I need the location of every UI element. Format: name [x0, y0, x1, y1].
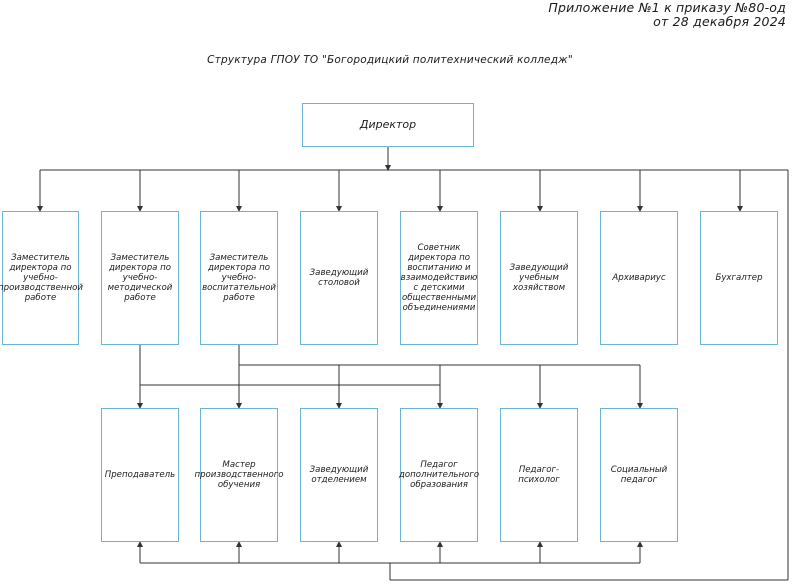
box-teacher: Преподаватель [101, 408, 179, 542]
box-department-head: Заведующий отделением [300, 408, 378, 542]
box-label: Заведующий отделением [309, 465, 369, 485]
box-household-head: Заведующий учебным хозяйством [500, 211, 578, 345]
box-archivist: Архивариус [600, 211, 678, 345]
director-label: Директор [359, 118, 417, 131]
box-label: Преподаватель [104, 470, 176, 480]
box-advisor-upbringing: Советник директора по воспитанию и взаим… [400, 211, 478, 345]
box-label: Мастер производственного обучения [194, 460, 284, 490]
box-additional-education: Педагог дополнительного образования [398, 408, 480, 542]
box-label: Заместитель директора по учебно-методиче… [107, 253, 173, 303]
box-label: Социальный педагог [610, 465, 668, 485]
header-order-line: Приложение №1 к приказу №80-од [548, 0, 786, 15]
box-label: Заместитель директора по учебно-воспитат… [202, 253, 276, 303]
box-deputy-methodical: Заместитель директора по учебно-методиче… [101, 211, 179, 345]
header-date-line: от 28 декабря 2024 [653, 14, 786, 29]
box-label: Педагог-психолог [518, 465, 560, 485]
box-deputy-production: Заместитель директора по учебно-производ… [0, 211, 83, 345]
box-canteen-head: Заведующий столовой [300, 211, 378, 345]
box-industrial-master: Мастер производственного обучения [194, 408, 284, 542]
box-label: Заместитель директора по учебно-производ… [0, 253, 83, 303]
box-label: Заведующий учебным хозяйством [509, 263, 569, 293]
box-social-pedagogue: Социальный педагог [600, 408, 678, 542]
box-label: Советник директора по воспитанию и взаим… [400, 243, 478, 313]
box-label: Заведующий столовой [309, 268, 369, 288]
box-label: Педагог дополнительного образования [398, 460, 480, 490]
box-label: Бухгалтер [715, 273, 763, 283]
box-deputy-educational: Заместитель директора по учебно-воспитат… [200, 211, 278, 345]
box-label: Архивариус [612, 273, 666, 283]
director-box: Директор [302, 103, 474, 147]
box-psychologist: Педагог-психолог [500, 408, 578, 542]
diagram-title: Структура ГПОУ ТО "Богородицкий политехн… [207, 54, 573, 66]
box-accountant: Бухгалтер [700, 211, 778, 345]
